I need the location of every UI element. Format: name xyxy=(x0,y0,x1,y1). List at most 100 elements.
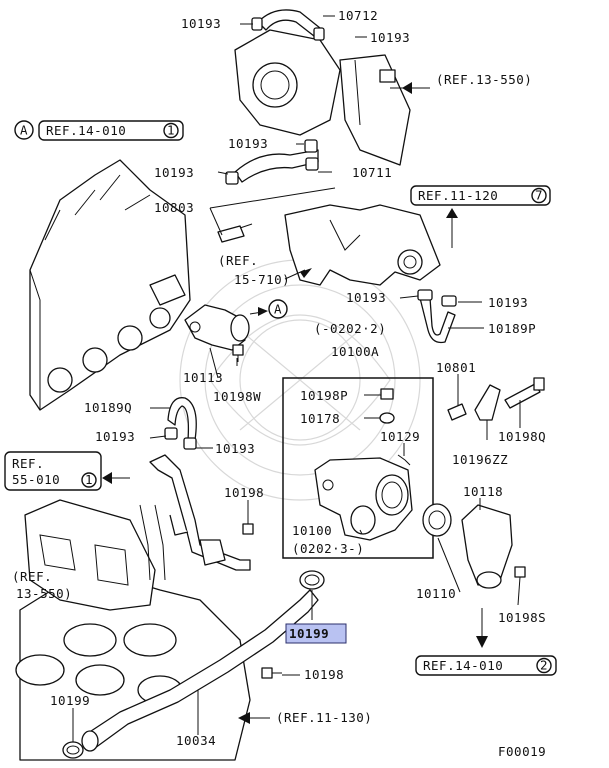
part-label-10178[interactable]: 10178 xyxy=(300,411,340,426)
date-range-label: (-0202·2) xyxy=(314,321,386,336)
engine-block-lower xyxy=(15,574,251,761)
part-label-10199-highlighted[interactable]: 10199 xyxy=(289,626,329,641)
intake-manifold-gasket xyxy=(24,499,156,611)
clamp-10711-right-b xyxy=(305,157,319,171)
sensor-10801 xyxy=(447,403,467,421)
part-label-10193[interactable]: 10193 xyxy=(370,30,410,45)
part-highlight-box xyxy=(285,623,347,644)
svg-text:7: 7 xyxy=(535,188,543,203)
bolt-10198-lower xyxy=(261,667,282,679)
part-label-10198[interactable]: 10198 xyxy=(224,485,264,500)
bolt-10198w xyxy=(232,344,244,362)
part-label-10198s[interactable]: 10198S xyxy=(498,610,546,625)
arrow-ref-11-120 xyxy=(446,208,458,248)
part-label-10100a[interactable]: 10100A xyxy=(331,344,379,359)
part-label-10193[interactable]: 10193 xyxy=(154,165,194,180)
water-pipe-10034 xyxy=(81,539,319,752)
ref-13-550-top-label[interactable]: (REF.13-550) xyxy=(436,72,532,87)
arrow-marker-a xyxy=(249,307,268,316)
arrow-ref-55-010 xyxy=(102,472,130,484)
part-label-10118[interactable]: 10118 xyxy=(463,484,503,499)
part-label-10110[interactable]: 10110 xyxy=(416,586,456,601)
arrow-ref-14-010-2 xyxy=(476,608,488,648)
svg-text:A: A xyxy=(274,302,282,317)
svg-text:1: 1 xyxy=(167,123,175,138)
svg-text:A: A xyxy=(20,123,28,138)
ref-55-010-1-box[interactable]: REF. 55-010 1 xyxy=(4,451,102,491)
bolt-10198s xyxy=(514,566,526,578)
ref-13-550-left-label[interactable]: (REF. 13-550) xyxy=(12,569,72,601)
part-label-10199[interactable]: 10199 xyxy=(50,693,90,708)
clamp-top-left xyxy=(251,17,263,31)
arrow-ref-13-550-top xyxy=(402,82,430,94)
part-label-10198p[interactable]: 10198P xyxy=(300,388,348,403)
part-label-10113[interactable]: 10113 xyxy=(183,370,223,385)
ref-11-120-7-box[interactable]: REF.11-120 7 xyxy=(410,185,551,206)
svg-text:(REF.13-550): (REF.13-550) xyxy=(436,72,532,87)
ref-11-130-label[interactable]: (REF.11-130) xyxy=(276,710,372,725)
assembly-10100a-box xyxy=(282,377,434,559)
water-outlet-10113 xyxy=(184,304,250,351)
svg-text:(REF.11-130): (REF.11-130) xyxy=(276,710,372,725)
ref-14-010-1-box[interactable]: A REF.14-010 1 xyxy=(14,120,184,141)
part-label-10712[interactable]: 10712 xyxy=(338,8,378,23)
sensor-10803 xyxy=(217,223,253,243)
thermostat-10110 xyxy=(422,503,452,537)
thermostat-housing-10100 xyxy=(314,457,413,541)
throttle-body xyxy=(234,29,411,166)
svg-text:(REF.: (REF. xyxy=(218,253,258,268)
clamp-10711-left xyxy=(225,171,239,185)
part-label-10193[interactable]: 10193 xyxy=(346,290,386,305)
ref-15-710-label[interactable]: (REF. 15-710) xyxy=(218,253,290,287)
part-label-10100[interactable]: 10100 xyxy=(292,523,332,538)
part-label-10711[interactable]: 10711 xyxy=(352,165,392,180)
svg-text:REF.11-120: REF.11-120 xyxy=(418,188,498,203)
part-label-10801[interactable]: 10801 xyxy=(436,360,476,375)
gasket-10178 xyxy=(379,412,395,424)
bolt-10198q xyxy=(504,377,545,409)
thermostat-case-10118 xyxy=(461,504,513,589)
ref-14-010-2-box[interactable]: REF.14-010 2 xyxy=(415,655,557,676)
part-label-10129[interactable]: 10129 xyxy=(380,429,420,444)
svg-text:REF.14-010: REF.14-010 xyxy=(46,123,126,138)
part-label-10198q[interactable]: 10198Q xyxy=(498,429,546,444)
part-label-10193[interactable]: 10193 xyxy=(95,429,135,444)
engine-cylinder-head xyxy=(29,159,191,411)
part-label-10193[interactable]: 10193 xyxy=(228,136,268,151)
part-label-10198[interactable]: 10198 xyxy=(304,667,344,682)
arrow-ref-15-710 xyxy=(300,268,312,278)
part-label-10034[interactable]: 10034 xyxy=(176,733,216,748)
svg-text:REF.14-010: REF.14-010 xyxy=(423,658,503,673)
o-ring-10199-lower xyxy=(62,741,84,759)
svg-text:15-710): 15-710) xyxy=(234,272,290,287)
part-label-10193[interactable]: 10193 xyxy=(215,441,255,456)
clamp-top-right xyxy=(313,27,325,41)
arrow-ref-11-130 xyxy=(238,712,270,724)
part-label-10189q[interactable]: 10189Q xyxy=(84,400,132,415)
svg-text:13-550): 13-550) xyxy=(16,586,72,601)
bracket-10196zz xyxy=(474,384,501,421)
bolt-10198 xyxy=(242,510,254,535)
part-number-labels: 10193 10712 10193 10193 10193 10711 1080… xyxy=(50,8,546,748)
water-outlet-fitting-large xyxy=(284,204,441,286)
hose-10189q xyxy=(164,397,197,450)
date-range-label: (0202·3-) xyxy=(292,541,364,556)
bolt-10198p xyxy=(380,388,394,400)
marker-a-callout: A xyxy=(268,299,288,319)
part-label-10803[interactable]: 10803 xyxy=(154,200,194,215)
svg-text:REF.: REF. xyxy=(12,456,44,471)
clip-10129 xyxy=(397,454,411,466)
part-label-10198w[interactable]: 10198W xyxy=(213,389,261,404)
part-label-10193[interactable]: 10193 xyxy=(181,16,221,31)
hose-10189p xyxy=(417,289,457,344)
part-label-10196zz[interactable]: 10196ZZ xyxy=(452,452,508,467)
svg-text:1: 1 xyxy=(85,472,93,487)
part-label-10193[interactable]: 10193 xyxy=(488,295,528,310)
part-label-10189p[interactable]: 10189P xyxy=(488,321,536,336)
bypass-pipe xyxy=(139,454,251,581)
clamp-10711-right xyxy=(304,139,318,153)
svg-text:55-010: 55-010 xyxy=(12,472,60,487)
o-ring-10199 xyxy=(299,570,325,590)
diagram-code: F00019 xyxy=(498,744,546,759)
